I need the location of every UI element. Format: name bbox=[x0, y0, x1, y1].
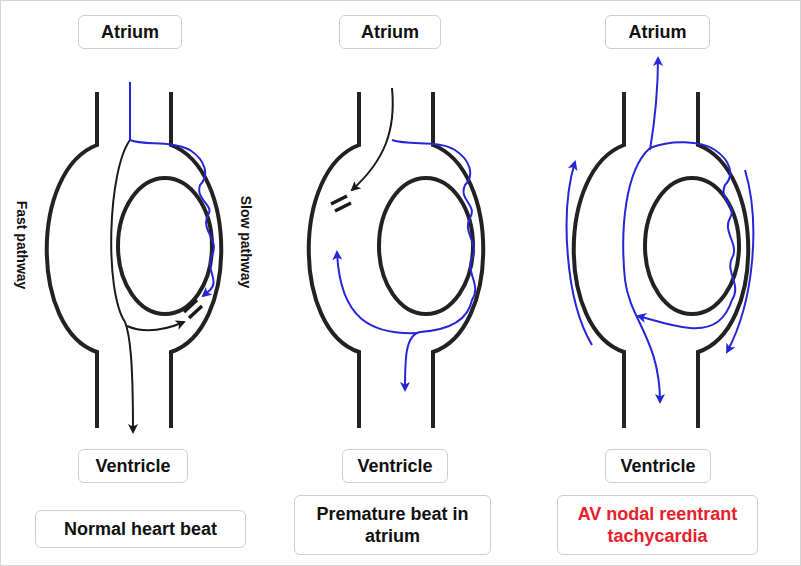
chamber-name: Atrium bbox=[629, 21, 687, 43]
fast-path-signal bbox=[111, 140, 133, 432]
text-wrap: Atrium bbox=[101, 21, 159, 43]
slow-path-signal bbox=[130, 82, 214, 296]
caption-box: AV nodal reentrant tachycardia bbox=[557, 495, 758, 555]
chamber-box: Atrium bbox=[605, 15, 710, 49]
text-wrap: Atrium bbox=[629, 21, 687, 43]
caption-box: Premature beat in atrium bbox=[294, 495, 491, 555]
pathway-label: Fast pathway bbox=[14, 201, 30, 290]
conduction-paths bbox=[111, 82, 214, 432]
conduction-paths bbox=[567, 58, 754, 402]
caption-text: AV nodal reentrant tachycardia bbox=[558, 503, 757, 547]
inner-ellipse bbox=[379, 178, 473, 314]
conduction-paths bbox=[331, 88, 475, 390]
chamber-box: Atrium bbox=[78, 15, 182, 49]
retro-signal bbox=[337, 252, 418, 333]
node-wall bbox=[47, 92, 97, 428]
node-wall bbox=[433, 92, 483, 428]
chamber-name: Ventricle bbox=[620, 455, 695, 477]
node-outline bbox=[47, 92, 222, 428]
node-wall bbox=[171, 92, 221, 428]
block-mark bbox=[184, 300, 202, 318]
chamber-box: Ventricle bbox=[342, 449, 448, 483]
chamber-box: Atrium bbox=[339, 15, 441, 49]
fast-path-signal bbox=[623, 148, 660, 402]
chamber-name: Atrium bbox=[361, 21, 419, 43]
text-wrap: Ventricle bbox=[95, 455, 170, 477]
reentry-arrow bbox=[727, 170, 753, 352]
chamber-box: Ventricle bbox=[605, 449, 711, 483]
node-outline bbox=[574, 92, 749, 428]
node-wall bbox=[698, 92, 748, 428]
chamber-name: Atrium bbox=[101, 21, 159, 43]
text-wrap: Normal heart beat bbox=[64, 518, 217, 540]
chamber-box: Ventricle bbox=[78, 449, 188, 483]
node-wall bbox=[309, 92, 359, 428]
caption-text: Premature beat in atrium bbox=[295, 503, 490, 547]
pathway-label: Slow pathway bbox=[238, 196, 254, 289]
text-wrap: AV nodal reentrant tachycardia bbox=[558, 503, 757, 547]
chamber-name: Ventricle bbox=[357, 455, 432, 477]
text-wrap: Premature beat in atrium bbox=[295, 503, 490, 547]
slow-path-signal bbox=[638, 142, 735, 328]
slow-path-signal bbox=[392, 140, 475, 390]
text-wrap: Ventricle bbox=[357, 455, 432, 477]
block-mark bbox=[331, 196, 351, 211]
retro-atrial-signal bbox=[650, 58, 658, 150]
caption-box: Normal heart beat bbox=[35, 510, 246, 548]
node-wall bbox=[574, 92, 624, 428]
node-outline bbox=[309, 92, 484, 428]
premature-signal bbox=[352, 88, 393, 190]
text-wrap: Ventricle bbox=[620, 455, 695, 477]
retro-signal bbox=[127, 322, 184, 330]
chamber-name: Ventricle bbox=[95, 455, 170, 477]
text-wrap: Atrium bbox=[361, 21, 419, 43]
inner-ellipse bbox=[118, 178, 212, 314]
caption-text: Normal heart beat bbox=[64, 518, 217, 540]
reentry-arrow bbox=[567, 162, 592, 345]
